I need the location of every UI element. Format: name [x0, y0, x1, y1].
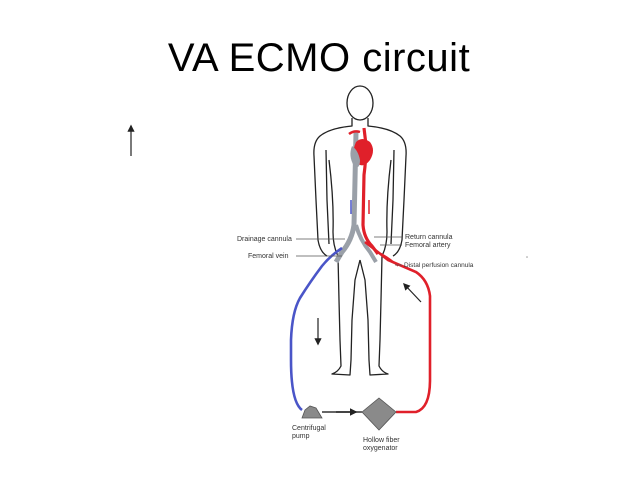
femoral-artery-label: Femoral artery	[405, 242, 451, 249]
venous-drainage-line	[289, 246, 343, 412]
vessels	[333, 127, 380, 264]
stray-dot	[526, 256, 528, 258]
femoral-vein-label: Femoral vein	[248, 253, 289, 260]
oxygenator-label-line2: oxygenator	[363, 445, 398, 452]
return-cannula-label: Return cannula	[405, 234, 453, 241]
distal-perfusion-cannula-label: Distal perfusion cannula	[404, 262, 474, 269]
drainage-cannula-label: Drainage cannula	[237, 236, 292, 243]
up-left-arrow-icon	[403, 282, 422, 303]
label-leaders	[296, 236, 402, 266]
centrifugal-pump-label-line1: Centrifugal	[292, 425, 326, 432]
centrifugal-pump-label-line2: pump	[292, 433, 310, 440]
body-outline	[313, 85, 407, 376]
slide-title: VA ECMO circuit	[167, 36, 471, 80]
hollow-fiber-oxygenator	[361, 397, 397, 431]
oxygenator-label-line1: Hollow fiber	[363, 437, 400, 444]
centrifugal-pump	[301, 405, 323, 419]
